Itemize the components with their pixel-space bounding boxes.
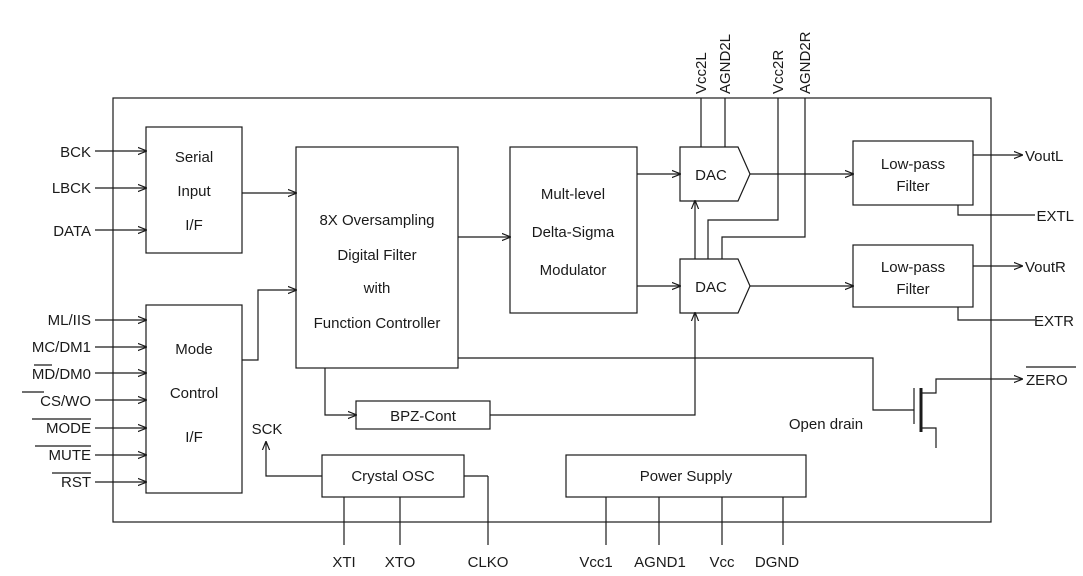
pin-agnd1: AGND1 xyxy=(634,554,686,571)
pin-clko: CLKO xyxy=(468,554,509,571)
top-pins: Vcc2L AGND2L Vcc2R AGND2R xyxy=(693,31,814,147)
pin-agnd2l: AGND2L xyxy=(717,34,734,94)
signal-wires xyxy=(242,98,1035,477)
pin-dgnd: DGND xyxy=(755,554,799,571)
chip-outline xyxy=(112,97,992,523)
pin-bck: BCK xyxy=(60,144,91,161)
pin-lbck: LBCK xyxy=(52,180,91,197)
bottom-pins: XTI XTO CLKO Vcc1 AGND1 Vcc DGND xyxy=(332,475,799,571)
output-labels: VoutL EXTL VoutR EXTR ZERO SCK Open drai… xyxy=(252,148,1076,438)
pin-vcc2l: Vcc2L xyxy=(693,52,710,94)
pin-xti: XTI xyxy=(332,554,355,571)
dac-left-label: DAC xyxy=(695,167,727,184)
mode-control-if-block: Mode Control I/F xyxy=(145,304,243,494)
pin-md-dm0: MD/DM0 xyxy=(32,366,91,383)
pin-xto: XTO xyxy=(385,554,416,571)
bpz-label: BPZ-Cont xyxy=(390,408,457,425)
pin-zero: ZERO xyxy=(1026,372,1068,389)
pin-vcc: Vcc xyxy=(709,554,735,571)
lowpass-filter-right-block: Low-pass Filter xyxy=(852,244,974,308)
mode-ctrl-line-3: I/F xyxy=(185,429,203,446)
pin-sck: SCK xyxy=(252,421,283,438)
power-supply-block: Power Supply xyxy=(565,454,807,498)
modulator-line-1: Mult-level xyxy=(541,186,605,203)
dac-left-block: DAC xyxy=(679,146,751,202)
pin-data: DATA xyxy=(53,223,91,240)
pin-mode: MODE xyxy=(46,420,91,437)
delta-sigma-modulator-block: Mult-level Delta-Sigma Modulator xyxy=(509,146,638,314)
pin-extl: EXTL xyxy=(1036,208,1074,225)
filter-line-4: Function Controller xyxy=(314,315,441,332)
crystal-label: Crystal OSC xyxy=(351,468,435,485)
lpf-left-line-2: Filter xyxy=(896,178,929,195)
pin-vcc2r: Vcc2R xyxy=(770,50,787,94)
modulator-line-3: Modulator xyxy=(540,262,607,279)
pin-cs-wo: CS/WO xyxy=(40,393,91,410)
bpz-cont-block: BPZ-Cont xyxy=(355,400,491,430)
power-label: Power Supply xyxy=(640,468,733,485)
serial-if-line-3: I/F xyxy=(185,217,203,234)
pin-vcc1: Vcc1 xyxy=(579,554,612,571)
serial-if-line-1: Serial xyxy=(175,149,213,166)
serial-input-if-block: Serial Input I/F xyxy=(145,126,243,254)
pin-mute: MUTE xyxy=(49,447,92,464)
lpf-right-line-1: Low-pass xyxy=(881,259,945,276)
open-drain-transistor xyxy=(913,379,1022,448)
pin-voutr: VoutR xyxy=(1025,259,1066,276)
filter-line-3: with xyxy=(363,280,391,297)
pin-agnd2r: AGND2R xyxy=(797,31,814,94)
modulator-line-2: Delta-Sigma xyxy=(532,224,615,241)
lpf-right-line-2: Filter xyxy=(896,281,929,298)
crystal-osc-block: Crystal OSC xyxy=(321,454,465,498)
pin-mc-dm1: MC/DM1 xyxy=(32,339,91,356)
pin-voutl: VoutL xyxy=(1025,148,1063,165)
lowpass-filter-left-block: Low-pass Filter xyxy=(852,140,974,206)
dac-right-block: DAC xyxy=(679,258,751,314)
mode-ctrl-line-2: Control xyxy=(170,385,218,402)
filter-line-1: 8X Oversampling xyxy=(319,212,434,229)
input-pins: BCK LBCK DATA ML/IIS MC/DM1 MD/DM0 CS/WO… xyxy=(22,144,146,491)
pin-extr: EXTR xyxy=(1034,313,1074,330)
filter-line-2: Digital Filter xyxy=(337,247,416,264)
open-drain-label: Open drain xyxy=(789,416,863,433)
serial-if-line-2: Input xyxy=(177,183,211,200)
mode-ctrl-line-1: Mode xyxy=(175,341,213,358)
pin-ml-iis: ML/IIS xyxy=(48,312,91,329)
dac-right-label: DAC xyxy=(695,279,727,296)
digital-filter-block: 8X Oversampling Digital Filter with Func… xyxy=(295,146,459,369)
lpf-left-line-1: Low-pass xyxy=(881,156,945,173)
pin-rst: RST xyxy=(61,474,91,491)
